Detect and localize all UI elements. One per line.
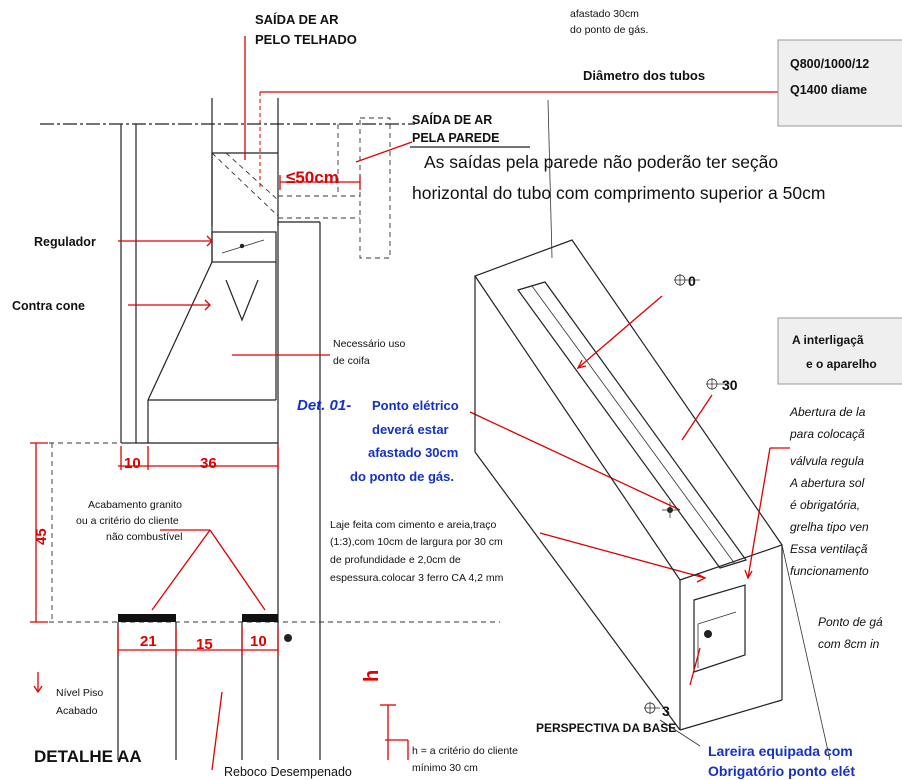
- dim-15: 15: [196, 636, 213, 653]
- detail-line-3: afastado 30cm: [368, 445, 458, 460]
- opening-note-4: A abertura sol: [789, 476, 865, 490]
- dimension-lines: [30, 175, 396, 760]
- top-note-1: afastado 30cm: [570, 8, 639, 20]
- dim-10-bottom: 10: [250, 633, 267, 650]
- wall-outlet-label-2: PELA PAREDE: [412, 131, 500, 145]
- perspective-drawing: [474, 99, 831, 761]
- detail-aa-title: DETALHE AA: [34, 747, 142, 766]
- level-0-label: 0: [688, 273, 696, 289]
- tube-diameter-box: [777, 39, 902, 127]
- slab-note-1: Laje feita com cimento e areia,traço: [330, 519, 496, 531]
- box-top-line-1: Q800/1000/12: [790, 57, 869, 71]
- level-3-label: 3: [662, 703, 670, 719]
- dim-21: 21: [140, 633, 157, 650]
- finish-note-2: ou a critério do cliente: [76, 515, 179, 527]
- box-top-line-2: Q1400 diame: [790, 83, 867, 97]
- detail-line-2: deverá estar: [372, 422, 449, 437]
- interconnection-line-1: A interligaçã: [792, 333, 864, 347]
- regulator-label: Regulador: [34, 235, 96, 249]
- h-dimension-label: h: [361, 670, 383, 682]
- level-marker-3: [644, 702, 660, 714]
- h-note-1: h = a critério do cliente: [412, 745, 518, 757]
- opening-note-6: grelha tipo ven: [790, 520, 869, 534]
- interconnection-box: [777, 317, 902, 385]
- opening-note-3: válvula regula: [790, 454, 864, 468]
- wall-outlet-label-1: SAÍDA DE AR: [412, 112, 492, 127]
- level-marker-0: [674, 274, 700, 286]
- fireplace-note-1: Lareira equipada com: [708, 743, 853, 759]
- interconnection-line-2: e o aparelho: [806, 357, 877, 371]
- wall-note-line-2: horizontal do tubo com comprimento super…: [412, 183, 825, 203]
- perspective-title: PERSPECTIVA DA BASE: [536, 721, 676, 735]
- max-50cm-dimension: ≤50cm: [286, 168, 339, 187]
- finish-note-1: Acabamento granito: [88, 499, 182, 511]
- floor-level-1: Nível Piso: [56, 687, 103, 699]
- contra-cone-label: Contra cone: [12, 299, 85, 313]
- level-30-label: 30: [722, 377, 738, 393]
- plaster-note: Reboco Desempenado: [224, 765, 352, 779]
- top-note-2: do ponto de gás.: [570, 24, 648, 36]
- hood-note-1: Necessário uso: [333, 338, 406, 350]
- opening-note-8: funcionamento: [790, 564, 869, 578]
- dim-45: 45: [33, 528, 50, 545]
- hood-note-2: de coifa: [333, 355, 370, 367]
- dim-36: 36: [200, 455, 217, 472]
- roof-outlet-label-2: PELO TELHADO: [255, 32, 357, 47]
- dim-10-top: 10: [124, 455, 141, 472]
- floor-level-2: Acabado: [56, 705, 98, 717]
- opening-note-1: Abertura de la: [789, 405, 866, 419]
- tube-diameter-label: Diâmetro dos tubos: [583, 68, 705, 83]
- detail-prefix: Det. 01-: [297, 397, 351, 414]
- gas-point-note-2: com 8cm in: [818, 637, 880, 651]
- wall-note-line-1: As saídas pela parede não poderão ter se…: [424, 152, 778, 172]
- gas-point-note-1: Ponto de gá: [818, 615, 883, 629]
- opening-note-7: Essa ventilaçã: [790, 542, 868, 556]
- h-note-2: mínimo 30 cm: [412, 762, 478, 774]
- slab-note-3: de profundidade e 2,0cm de: [330, 554, 461, 566]
- level-marker-30: [706, 378, 730, 390]
- roof-outlet-label-1: SAÍDA DE AR: [255, 12, 339, 27]
- slab-note-2: (1:3),com 10cm de largura por 30 cm: [330, 536, 503, 548]
- slab-note-4: espessura.colocar 3 ferro CA 4,2 mm: [330, 572, 504, 584]
- fireplace-note-2: Obrigatório ponto elét: [708, 763, 855, 779]
- detail-line-4: do ponto de gás.: [350, 469, 454, 484]
- opening-note-2: para colocaçã: [789, 427, 865, 441]
- finish-note-3: não combustível: [106, 531, 182, 543]
- leader-lines: [118, 36, 790, 771]
- detail-line-1: Ponto elétrico: [372, 398, 459, 413]
- opening-note-5: é obrigatória,: [790, 498, 860, 512]
- elevation-drawing: [40, 98, 500, 760]
